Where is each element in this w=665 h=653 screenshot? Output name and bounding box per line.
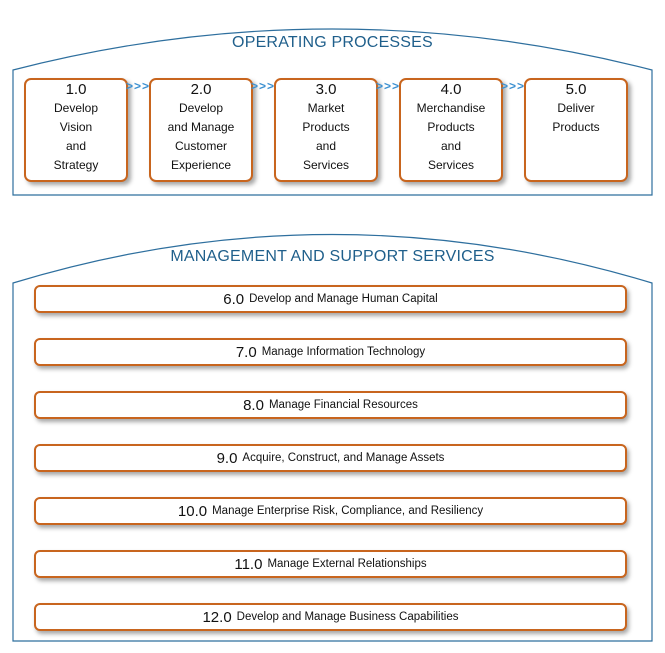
- service-label: Manage Information Technology: [261, 346, 426, 358]
- process-number: 4.0: [440, 81, 462, 98]
- service-bar-6[interactable]: 6.0 Develop and Manage Human Capital: [34, 285, 627, 313]
- service-number: 7.0: [235, 343, 257, 361]
- service-bar-10[interactable]: 10.0 Manage Enterprise Risk, Compliance,…: [34, 497, 627, 525]
- flow-arrows-icon: >>>: [126, 79, 151, 93]
- service-bar-7[interactable]: 7.0 Manage Information Technology: [34, 338, 627, 366]
- process-number: 2.0: [190, 81, 212, 98]
- service-number: 10.0: [177, 502, 208, 520]
- process-box-2[interactable]: 2.0 Develop and Manage Customer Experien…: [149, 78, 253, 182]
- process-label: Develop and Manage Customer Experience: [167, 101, 235, 172]
- service-bar-9[interactable]: 9.0 Acquire, Construct, and Manage Asset…: [34, 444, 627, 472]
- process-box-3[interactable]: 3.0 Market Products and Services: [274, 78, 378, 182]
- service-bar-8[interactable]: 8.0 Manage Financial Resources: [34, 391, 627, 419]
- flow-arrows-icon: >>>: [251, 79, 276, 93]
- process-number: 1.0: [65, 81, 87, 98]
- process-number: 3.0: [315, 81, 337, 98]
- process-label: Merchandise Products and Services: [416, 101, 486, 172]
- service-bar-12[interactable]: 12.0 Develop and Manage Business Capabil…: [34, 603, 627, 631]
- service-number: 8.0: [243, 396, 264, 414]
- service-number: 12.0: [202, 608, 232, 626]
- service-bar-11[interactable]: 11.0 Manage External Relationships: [34, 550, 627, 578]
- operating-processes-title: OPERATING PROCESSES: [232, 34, 433, 51]
- process-box-5[interactable]: 5.0 Deliver Products: [524, 78, 628, 182]
- process-label: Market Products and Services: [302, 101, 350, 172]
- management-support-title: MANAGEMENT AND SUPPORT SERVICES: [170, 248, 495, 265]
- process-box-1[interactable]: 1.0 Develop Vision and Strategy: [24, 78, 128, 182]
- flow-arrows-icon: >>>: [501, 79, 526, 93]
- flow-arrows-icon: >>>: [376, 79, 401, 93]
- process-label: Deliver Products: [552, 101, 600, 134]
- service-label: Develop and Manage Business Capabilities: [236, 611, 459, 623]
- process-box-4[interactable]: 4.0 Merchandise Products and Services: [399, 78, 503, 182]
- process-number: 5.0: [565, 81, 587, 98]
- service-label: Manage Financial Resources: [268, 399, 418, 411]
- service-number: 6.0: [223, 290, 245, 308]
- service-label: Manage External Relationships: [267, 558, 427, 570]
- service-label: Acquire, Construct, and Manage Assets: [242, 452, 445, 464]
- service-label: Manage Enterprise Risk, Compliance, and …: [212, 505, 484, 517]
- service-number: 11.0: [234, 555, 263, 573]
- process-label: Develop Vision and Strategy: [53, 101, 99, 172]
- service-number: 9.0: [216, 449, 238, 467]
- service-label: Develop and Manage Human Capital: [249, 293, 438, 305]
